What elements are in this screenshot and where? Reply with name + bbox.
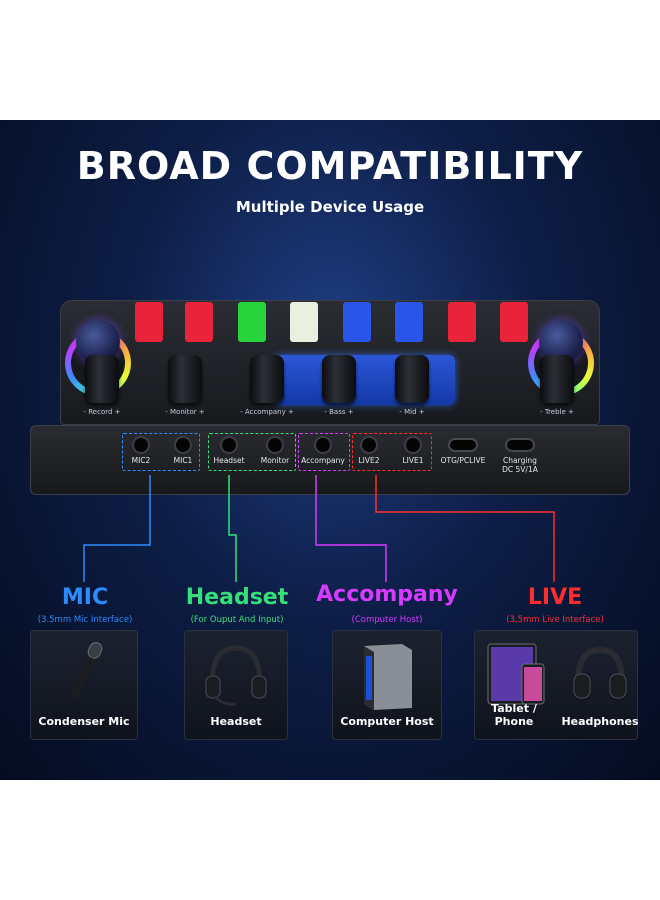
knob-label-monitor: - Monitor + xyxy=(165,408,205,416)
label-monitor: Monitor xyxy=(260,456,290,465)
knob-mid xyxy=(395,355,429,403)
card-label-headphones: Headphones xyxy=(561,715,639,728)
label-live2: LIVE2 xyxy=(358,456,380,465)
jack-headset xyxy=(222,438,236,452)
knob-label-accompany: - Accompany + xyxy=(240,408,294,416)
label-accompany: Accompany xyxy=(301,456,345,465)
port-group-headset xyxy=(208,433,296,471)
knob-bass xyxy=(322,355,356,403)
fader-1 xyxy=(135,302,163,342)
sound-card-device: - Record + - Monitor + - Accompany + - B… xyxy=(30,295,630,495)
jack-live1 xyxy=(406,438,420,452)
category-accompany-subtitle: (Computer Host) xyxy=(351,615,423,625)
fader-3 xyxy=(238,302,266,342)
label-otg: OTG/PCLIVE xyxy=(440,456,486,465)
card-label-headset: Headset xyxy=(210,715,262,728)
headset-icon xyxy=(205,645,267,706)
category-headset-title: Headset xyxy=(185,585,289,610)
jack-live2 xyxy=(362,438,376,452)
knob-label-mid: - Mid + xyxy=(399,408,425,416)
card-computer-host: Computer Host xyxy=(332,630,442,740)
device-top-panel: - Record + - Monitor + - Accompany + - B… xyxy=(60,300,600,425)
knob-monitor xyxy=(168,355,202,403)
card-label-tablet-phone: Tablet / Phone xyxy=(491,702,537,728)
jack-monitor xyxy=(268,438,282,452)
knob-record xyxy=(85,355,119,403)
jack-mic1 xyxy=(176,438,190,452)
port-group-mic xyxy=(122,433,200,471)
label-mic1: MIC1 xyxy=(173,456,193,465)
label-mic2: MIC2 xyxy=(131,456,151,465)
label-charging: Charging xyxy=(503,456,537,465)
fader-2 xyxy=(185,302,213,342)
fader-7 xyxy=(448,302,476,342)
headphones-icon xyxy=(573,646,627,699)
banner-title: BROAD COMPATIBILITY xyxy=(76,144,584,188)
device-front-panel: MIC2 MIC1 Headset Monitor Accompany LIVE… xyxy=(30,425,630,495)
knob-label-bass: - Bass + xyxy=(324,408,354,416)
port-group-accompany xyxy=(298,433,350,471)
category-headset-subtitle: (For Ouput And Input) xyxy=(190,615,284,625)
knob-accompany xyxy=(250,355,284,403)
category-live-subtitle: (3.5mm Live Interface) xyxy=(506,615,604,625)
fader-4 xyxy=(290,302,318,342)
tablet-phone-icon xyxy=(487,643,545,705)
port-group-live xyxy=(352,433,432,471)
label-charging-spec: DC 5V/1A xyxy=(502,465,538,474)
card-label-computer-host: Computer Host xyxy=(340,715,434,728)
card-condenser-mic: Condenser Mic xyxy=(30,630,138,740)
knob-label-treble: - Treble + xyxy=(540,408,574,416)
knob-treble xyxy=(540,355,574,403)
fader-8 xyxy=(500,302,528,342)
product-banner: BROAD COMPATIBILITY Multiple Device Usag… xyxy=(0,120,660,780)
jack-accompany xyxy=(316,438,330,452)
usb-otg-port xyxy=(450,440,476,450)
label-live1: LIVE1 xyxy=(402,456,424,465)
card-headset: Headset xyxy=(184,630,288,740)
fader-5 xyxy=(343,302,371,342)
microphone-icon xyxy=(70,642,103,699)
category-mic-title: MIC xyxy=(61,585,109,610)
card-tablet-headphones: Tablet / Phone Headphones xyxy=(474,630,639,740)
computer-tower-icon xyxy=(364,644,412,710)
banner-subtitle: Multiple Device Usage xyxy=(235,198,425,216)
jack-mic2 xyxy=(134,438,148,452)
category-accompany-title: Accompany xyxy=(316,582,458,607)
category-mic-subtitle: (3.5mm Mic Interface) xyxy=(37,615,133,625)
category-live-title: LIVE xyxy=(527,585,583,610)
label-headset: Headset xyxy=(213,456,245,465)
knob-label-record: - Record + xyxy=(83,408,121,416)
usb-charging-port xyxy=(507,440,533,450)
fader-6 xyxy=(395,302,423,342)
card-label-condenser-mic: Condenser Mic xyxy=(38,715,130,728)
